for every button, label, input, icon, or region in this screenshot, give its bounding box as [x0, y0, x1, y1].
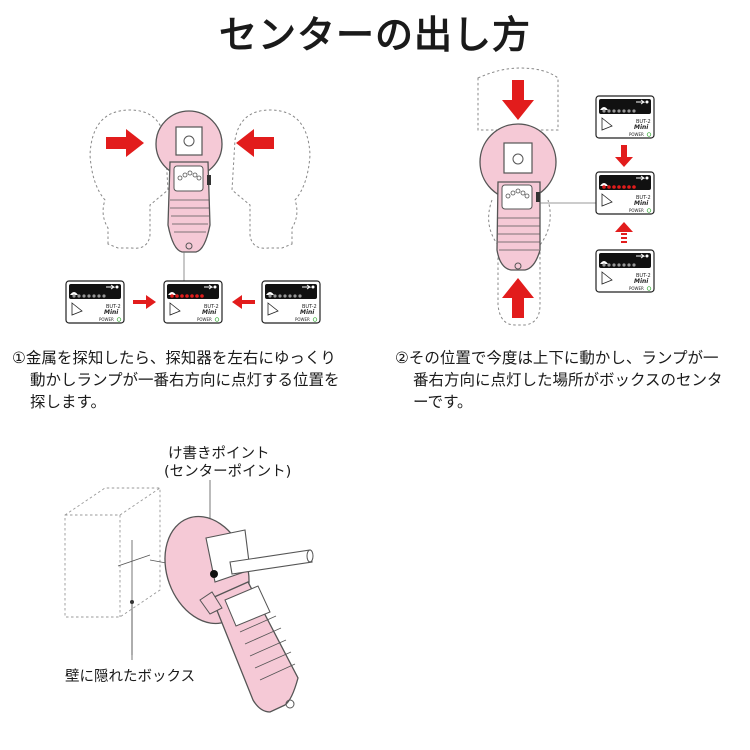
step-2-line-2: 番右方向に点灯した場所がボックスのセンタ — [413, 371, 723, 389]
hidden-box-label: 壁に隠れたボックス — [65, 669, 196, 685]
center-dot — [130, 600, 134, 604]
detector-1 — [155, 110, 223, 253]
display-panel-left — [65, 280, 125, 324]
ghost-bottom-outline — [488, 199, 551, 326]
led-row-center — [170, 294, 204, 298]
hidden-box-outline — [64, 487, 161, 618]
arrow-up-icon — [502, 278, 534, 318]
small-arrow-up-icon — [615, 222, 633, 243]
figure-2 — [477, 67, 655, 326]
step-2-line-1: その位置で今度は上下に動かし、ランプが一 — [408, 349, 719, 367]
led-row-bottom — [602, 263, 636, 267]
display-panel-right — [261, 280, 321, 324]
step-1-number: ① — [12, 349, 26, 367]
step-2-line-3: ーです。 — [413, 393, 473, 411]
step-1-line-2: 動かしランプが一番右方向に点灯する位置を — [30, 371, 340, 389]
led-row-right — [268, 294, 302, 298]
small-arrow-right-icon — [133, 295, 156, 309]
step-2-caption: ②その位置で今度は上下に動かし、ランプが一 番右方向に点灯した場所がボックスのセ… — [395, 347, 740, 413]
crosshair-h — [117, 554, 151, 567]
arrow-left-icon — [236, 129, 274, 157]
display-panel-center — [163, 280, 223, 324]
detector-3 — [164, 515, 314, 713]
arrow-right-icon — [106, 129, 144, 157]
figure-3 — [64, 480, 314, 713]
page-title: センターの出し方 — [218, 13, 531, 57]
led-row-left — [72, 294, 106, 298]
led-row-middle — [602, 185, 636, 189]
step-2-number: ② — [395, 349, 409, 367]
small-arrow-left-icon — [232, 295, 255, 309]
ghost-left-outline — [89, 109, 169, 249]
center-point-label: (センターポイント) — [164, 464, 292, 480]
step-1-line-3: 探します。 — [30, 393, 106, 411]
step-1-caption: ①金属を探知したら、探知器を左右にゆっくり 動かしランプが一番右方向に点灯する位… — [12, 347, 362, 413]
small-arrow-down-icon — [615, 145, 633, 167]
marking-point-label: け書きポイント — [168, 446, 270, 462]
display-panel-bottom — [595, 249, 655, 293]
display-panel-top — [595, 95, 655, 139]
figure-1 — [65, 109, 321, 324]
led-row-top — [602, 109, 636, 113]
detector-2 — [479, 123, 557, 271]
arrow-down-icon — [502, 80, 534, 120]
step-1-line-1: 金属を探知したら、探知器を左右にゆっくり — [25, 349, 336, 367]
display-panel-middle — [595, 171, 655, 215]
ghost-right-outline — [231, 109, 311, 249]
ghost-top-outline — [477, 67, 559, 131]
